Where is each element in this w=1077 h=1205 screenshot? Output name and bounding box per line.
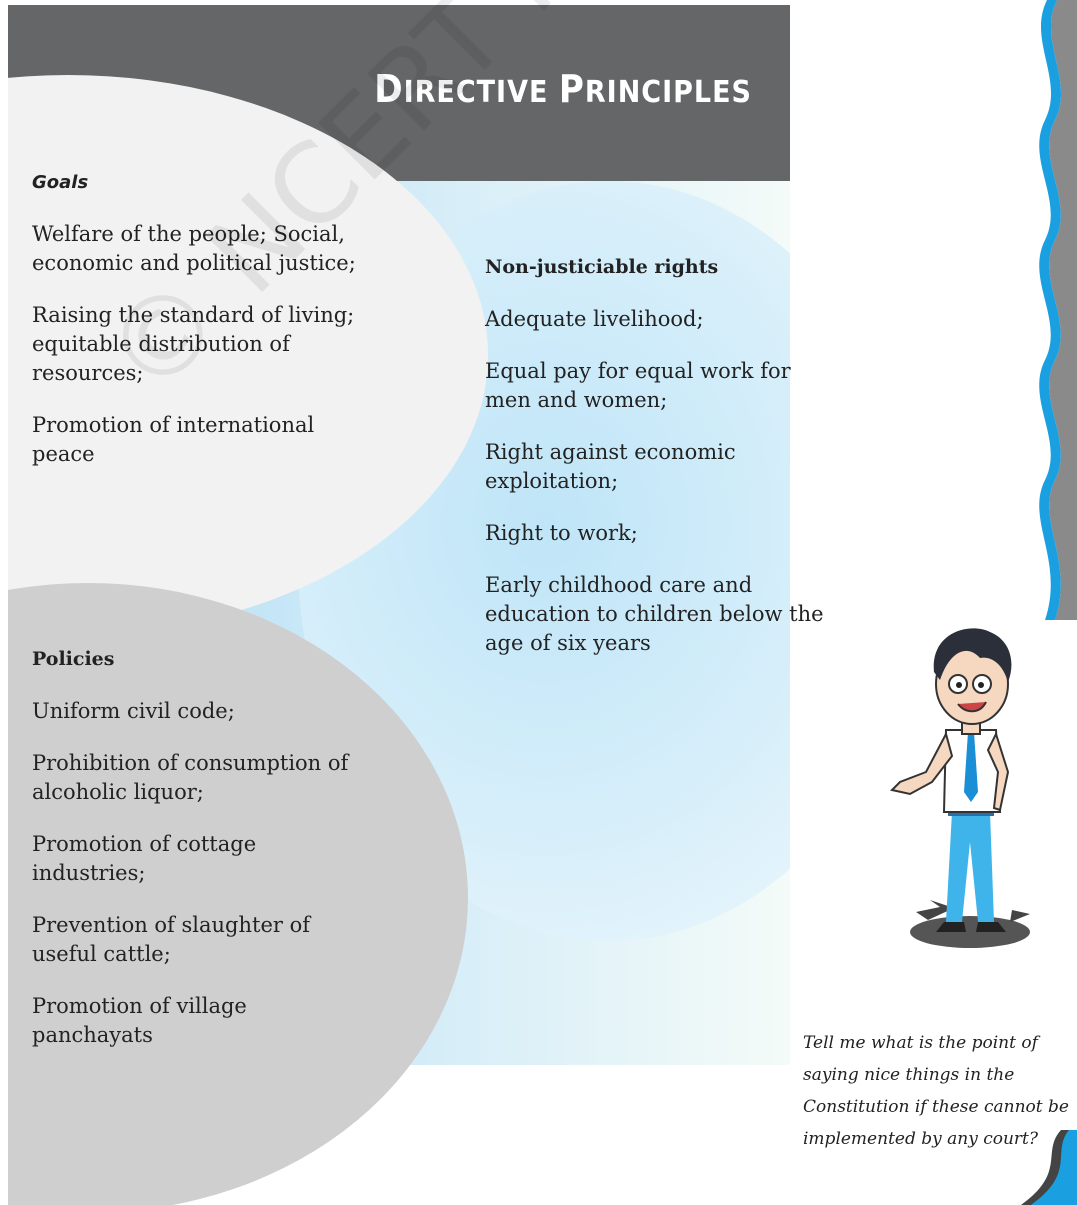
title-cap-2: P — [558, 67, 585, 111]
policies-section: Policies Uniform civil code; Prohibition… — [32, 645, 362, 1073]
cartoon-caption: Tell me what is the point of saying nice… — [803, 1027, 1077, 1155]
rights-section: Non-justiciable rights Adequate liveliho… — [485, 253, 825, 681]
goals-item: Raising the standard of living; equitabl… — [32, 303, 355, 385]
policies-heading: Policies — [32, 648, 115, 670]
title-part-1: IRECTIVE — [403, 75, 549, 110]
blue-wave-corner-icon — [1021, 1130, 1077, 1205]
caption-line: implemented by any court? — [803, 1129, 1039, 1149]
policies-item: Prohibition of consumption of alcoholic … — [32, 751, 349, 804]
caption-line: saying nice things in the — [803, 1065, 1015, 1085]
goals-section: Goals Welfare of the people; Social, eco… — [32, 168, 377, 492]
cartoon-boy-illustration-icon — [890, 628, 1030, 948]
rights-item: Right to work; — [485, 521, 638, 545]
blue-wave-border-icon — [1039, 0, 1077, 620]
title-cap-1: D — [374, 67, 404, 111]
policies-item: Uniform civil code; — [32, 699, 235, 723]
goals-item: Promotion of international peace — [32, 413, 315, 466]
caption-line: Tell me what is the point of — [803, 1033, 1038, 1053]
rights-item: Right against economic exploitation; — [485, 440, 736, 493]
policies-item: Promotion of village panchayats — [32, 994, 247, 1047]
directive-principles-panel: DIRECTIVE PRINCIPLES — [8, 5, 790, 1205]
rights-item: Early childhood care and education to ch… — [485, 573, 824, 655]
title-part-2: RINCIPLES — [584, 75, 752, 110]
page-title: DIRECTIVE PRINCIPLES — [374, 67, 752, 111]
goals-item: Welfare of the people; Social, economic … — [32, 222, 356, 275]
caption-line: Constitution if these cannot be — [803, 1097, 1069, 1117]
rights-heading: Non-justiciable rights — [485, 256, 719, 278]
rights-item: Equal pay for equal work for men and wom… — [485, 359, 791, 412]
rights-item: Adequate livelihood; — [485, 307, 704, 331]
policies-item: Promotion of cottage industries; — [32, 832, 257, 885]
goals-heading: Goals — [32, 172, 89, 193]
policies-item: Prevention of slaughter of useful cattle… — [32, 913, 311, 966]
